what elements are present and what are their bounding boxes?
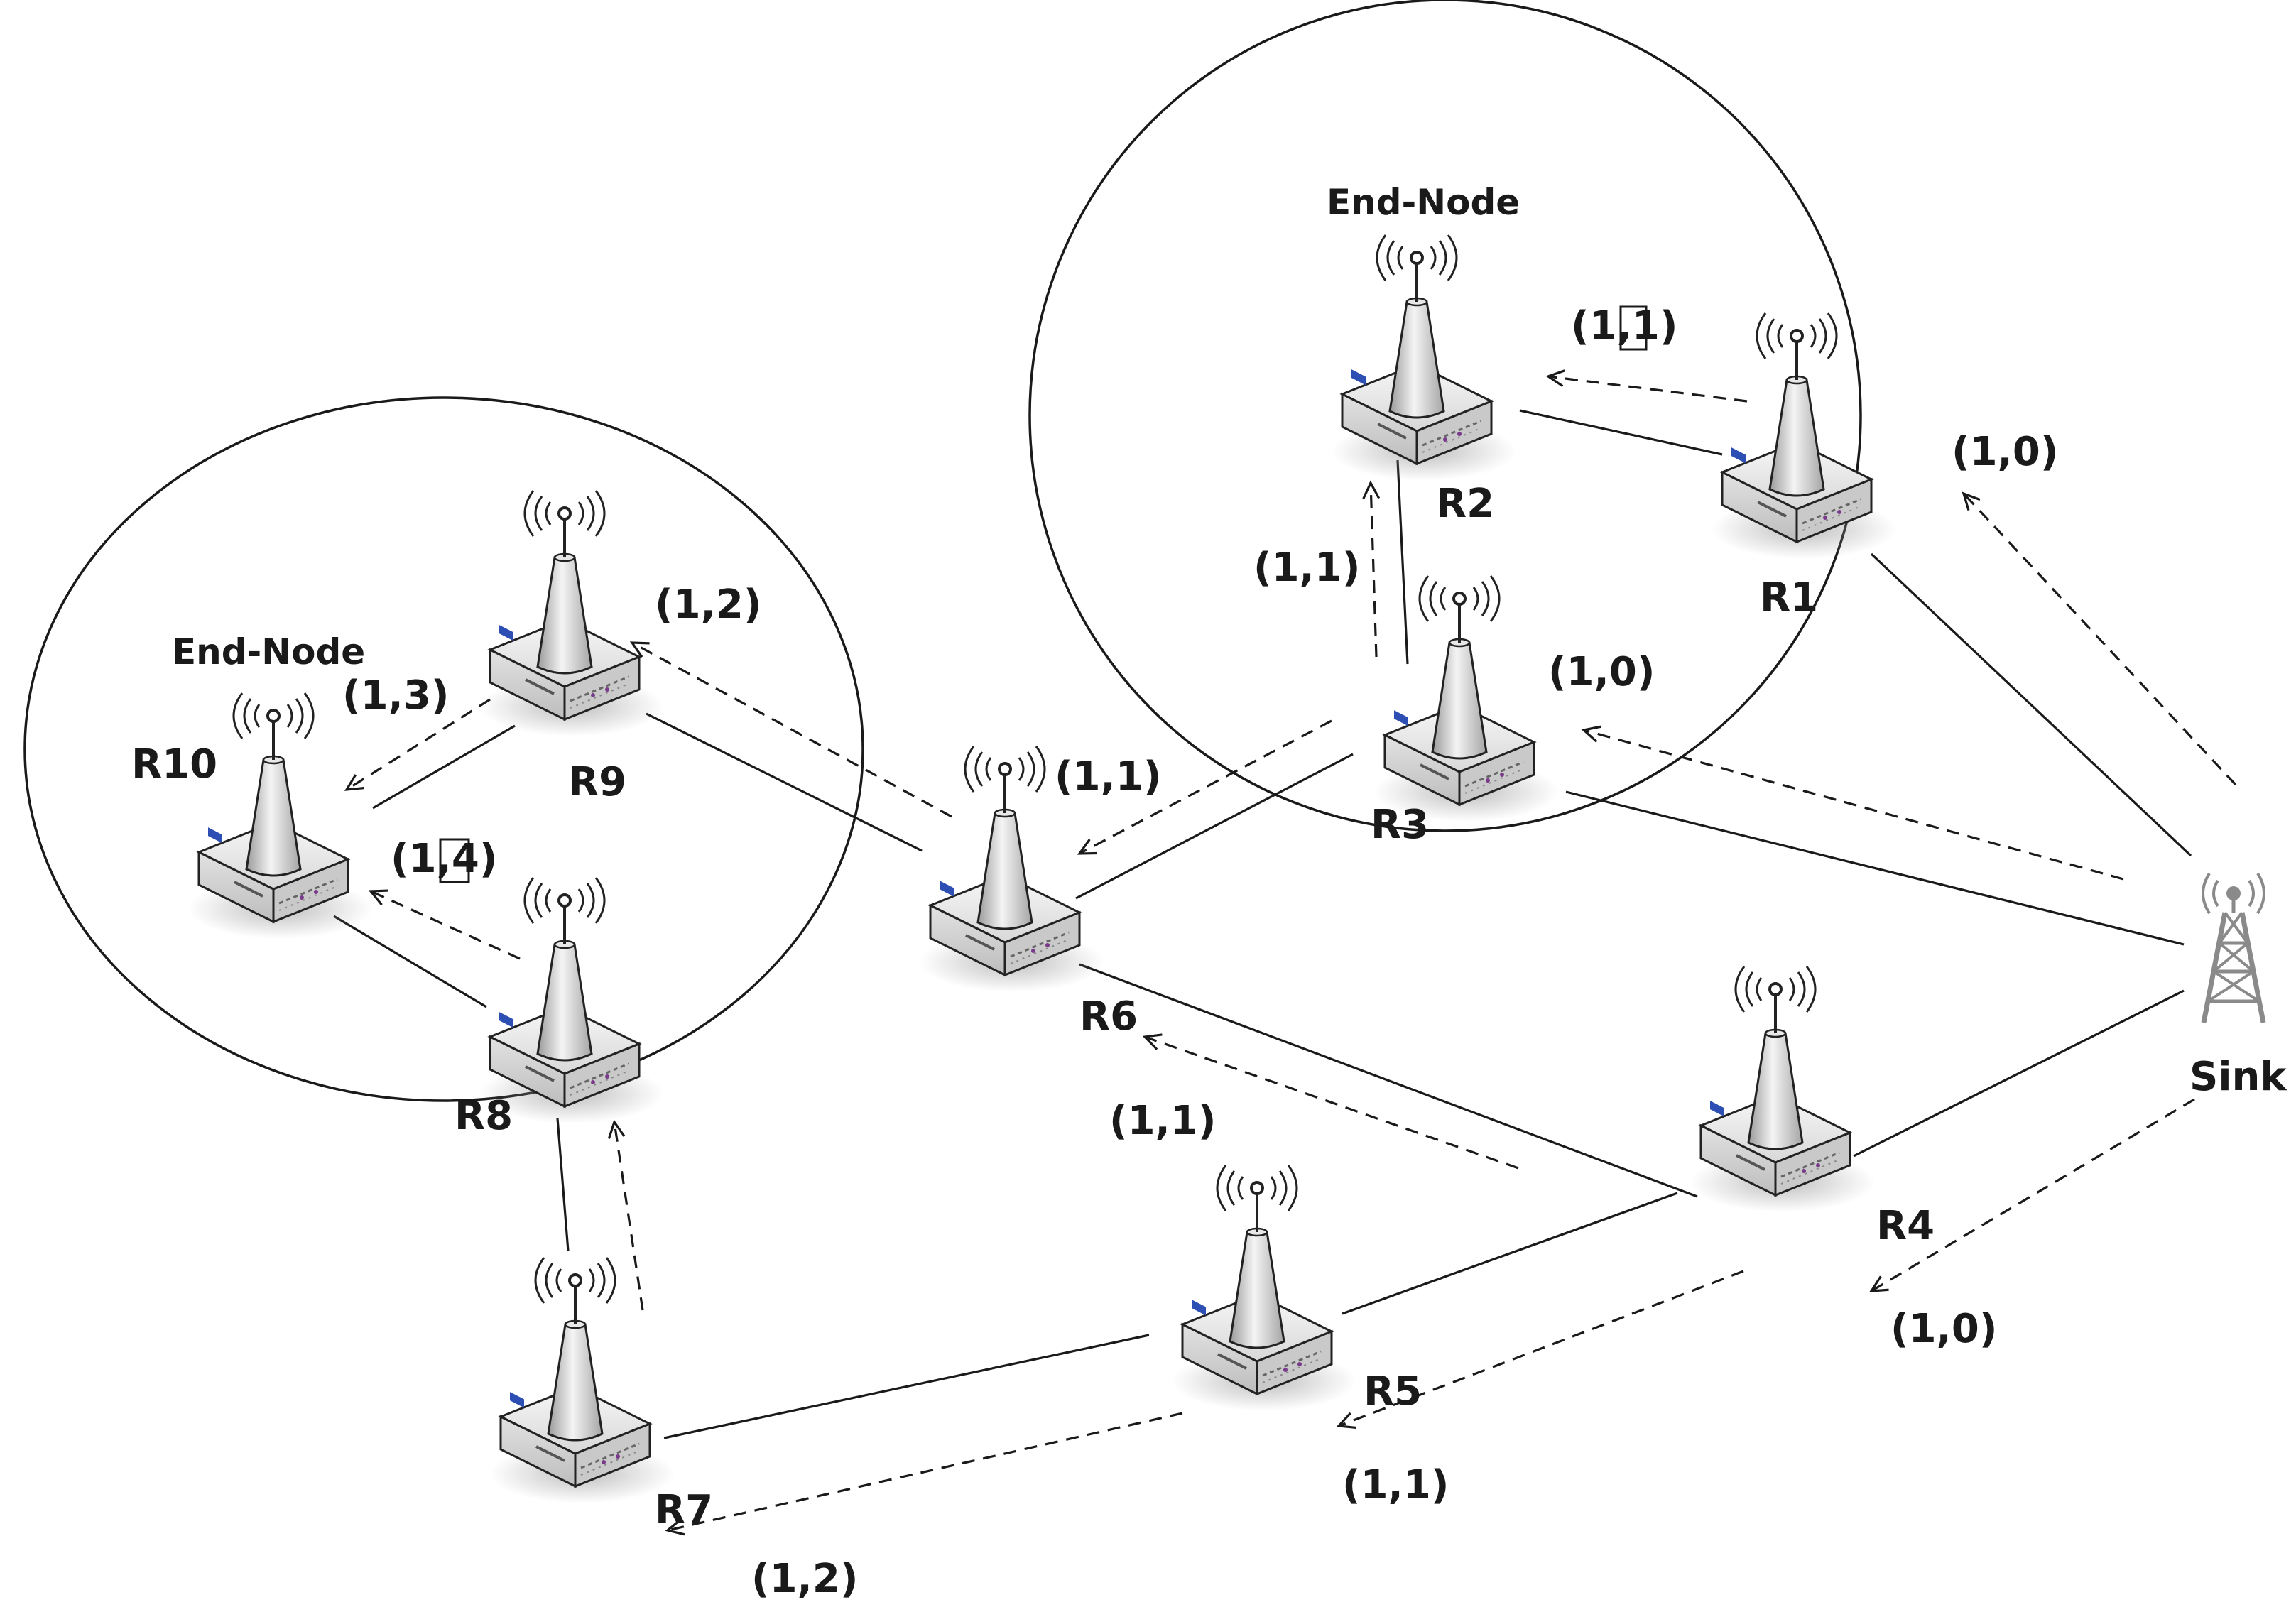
router-r8-icon: [478, 876, 665, 1125]
link-r6-r9: [646, 712, 923, 852]
weight-label: (1,1): [1109, 1098, 1216, 1144]
node-label-r9: R9: [568, 759, 626, 805]
weight-label: (1,3): [342, 672, 449, 719]
link-r9-r10: [372, 724, 516, 810]
link-r2-r3: [1396, 459, 1409, 665]
flow-sink-r4: [1868, 1098, 2195, 1292]
end-node-label-r2: End-Node: [1327, 182, 1520, 223]
weight-label: (1,1): [1253, 545, 1360, 591]
router-r10-icon: [187, 692, 374, 940]
link-r3-r6: [1075, 753, 1354, 900]
link-r1-sink: [1870, 552, 2192, 857]
node-label-r7: R7: [655, 1487, 713, 1533]
flow-sink-r3: [1581, 725, 2124, 881]
weight-label: (1,0): [1890, 1306, 1997, 1352]
flow-sink-r1: [1962, 491, 2237, 786]
link-r4-sink: [1853, 989, 2185, 1158]
node-label-r8: R8: [455, 1093, 513, 1139]
node-label-r4: R4: [1876, 1203, 1935, 1249]
weight-label: (1,0): [1548, 649, 1655, 695]
weight-label-boxed: (1,1): [1571, 303, 1677, 351]
links: [333, 409, 2192, 1439]
weight-label: (1,2): [655, 582, 761, 628]
router-r2-icon: [1330, 234, 1518, 482]
clusters: [23, 0, 1862, 1102]
flow-r3-r6: [1077, 719, 1332, 855]
flow-r4-r6: [1142, 1033, 1519, 1170]
router-r5-icon: [1170, 1164, 1358, 1412]
link-r6-r4: [1079, 963, 1698, 1198]
link-r7-r8: [556, 1118, 570, 1252]
node-label-r6: R6: [1079, 993, 1138, 1040]
router-r7-icon: [489, 1256, 676, 1505]
router-r4-icon: [1689, 965, 1876, 1214]
weight-label: (1,1): [1342, 1462, 1449, 1508]
link-r1-r2: [1519, 409, 1723, 456]
flow-r8-r10: [368, 889, 521, 960]
router-r1-icon: [1710, 312, 1898, 560]
router-r3-icon: [1373, 574, 1560, 823]
sink-tower-icon: [2203, 873, 2264, 1023]
cluster-right: [1028, 0, 1862, 832]
flow-r5-r7: [665, 1412, 1183, 1536]
weight-labels: (1,0) (1,1) (1,1) (1,0) (1,1) (1,1) (1,0…: [342, 303, 2058, 1602]
svg-text:(1,1): (1,1): [1571, 303, 1677, 349]
node-label-r3: R3: [1371, 802, 1429, 848]
link-r5-r7: [663, 1334, 1150, 1439]
node-label-r1: R1: [1760, 574, 1818, 621]
end-node-label-r10: End-Node: [172, 631, 365, 672]
flow-r6-r9: [629, 641, 952, 818]
link-r8-r10: [333, 915, 487, 1008]
cluster-left: [23, 396, 864, 1102]
weight-label: (1,1): [1055, 753, 1161, 800]
node-labels: R1 R2 R3 R4 R5 R6 R7 R8 R9 R10 Sink End-…: [131, 182, 2287, 1533]
node-label-r5: R5: [1364, 1368, 1422, 1415]
node-label-r2: R2: [1436, 481, 1494, 527]
link-r4-r5: [1342, 1192, 1678, 1315]
weight-label: (1,2): [751, 1556, 858, 1602]
weight-label-boxed: (1,4): [391, 836, 497, 883]
flow-r1-r2: [1545, 369, 1748, 403]
flow-r4-r5: [1336, 1270, 1744, 1429]
node-label-r10: R10: [131, 741, 217, 788]
node-label-sink: Sink: [2189, 1054, 2287, 1100]
link-r3-sink: [1565, 790, 2185, 946]
flow-r7-r8: [607, 1119, 644, 1311]
flow-r3-r2: [1362, 480, 1381, 658]
flow-r9-r10: [344, 698, 491, 791]
router-r9-icon: [478, 489, 665, 738]
weight-label: (1,0): [1952, 429, 2058, 475]
flows: [344, 369, 2237, 1536]
svg-text:(1,4): (1,4): [391, 836, 497, 882]
